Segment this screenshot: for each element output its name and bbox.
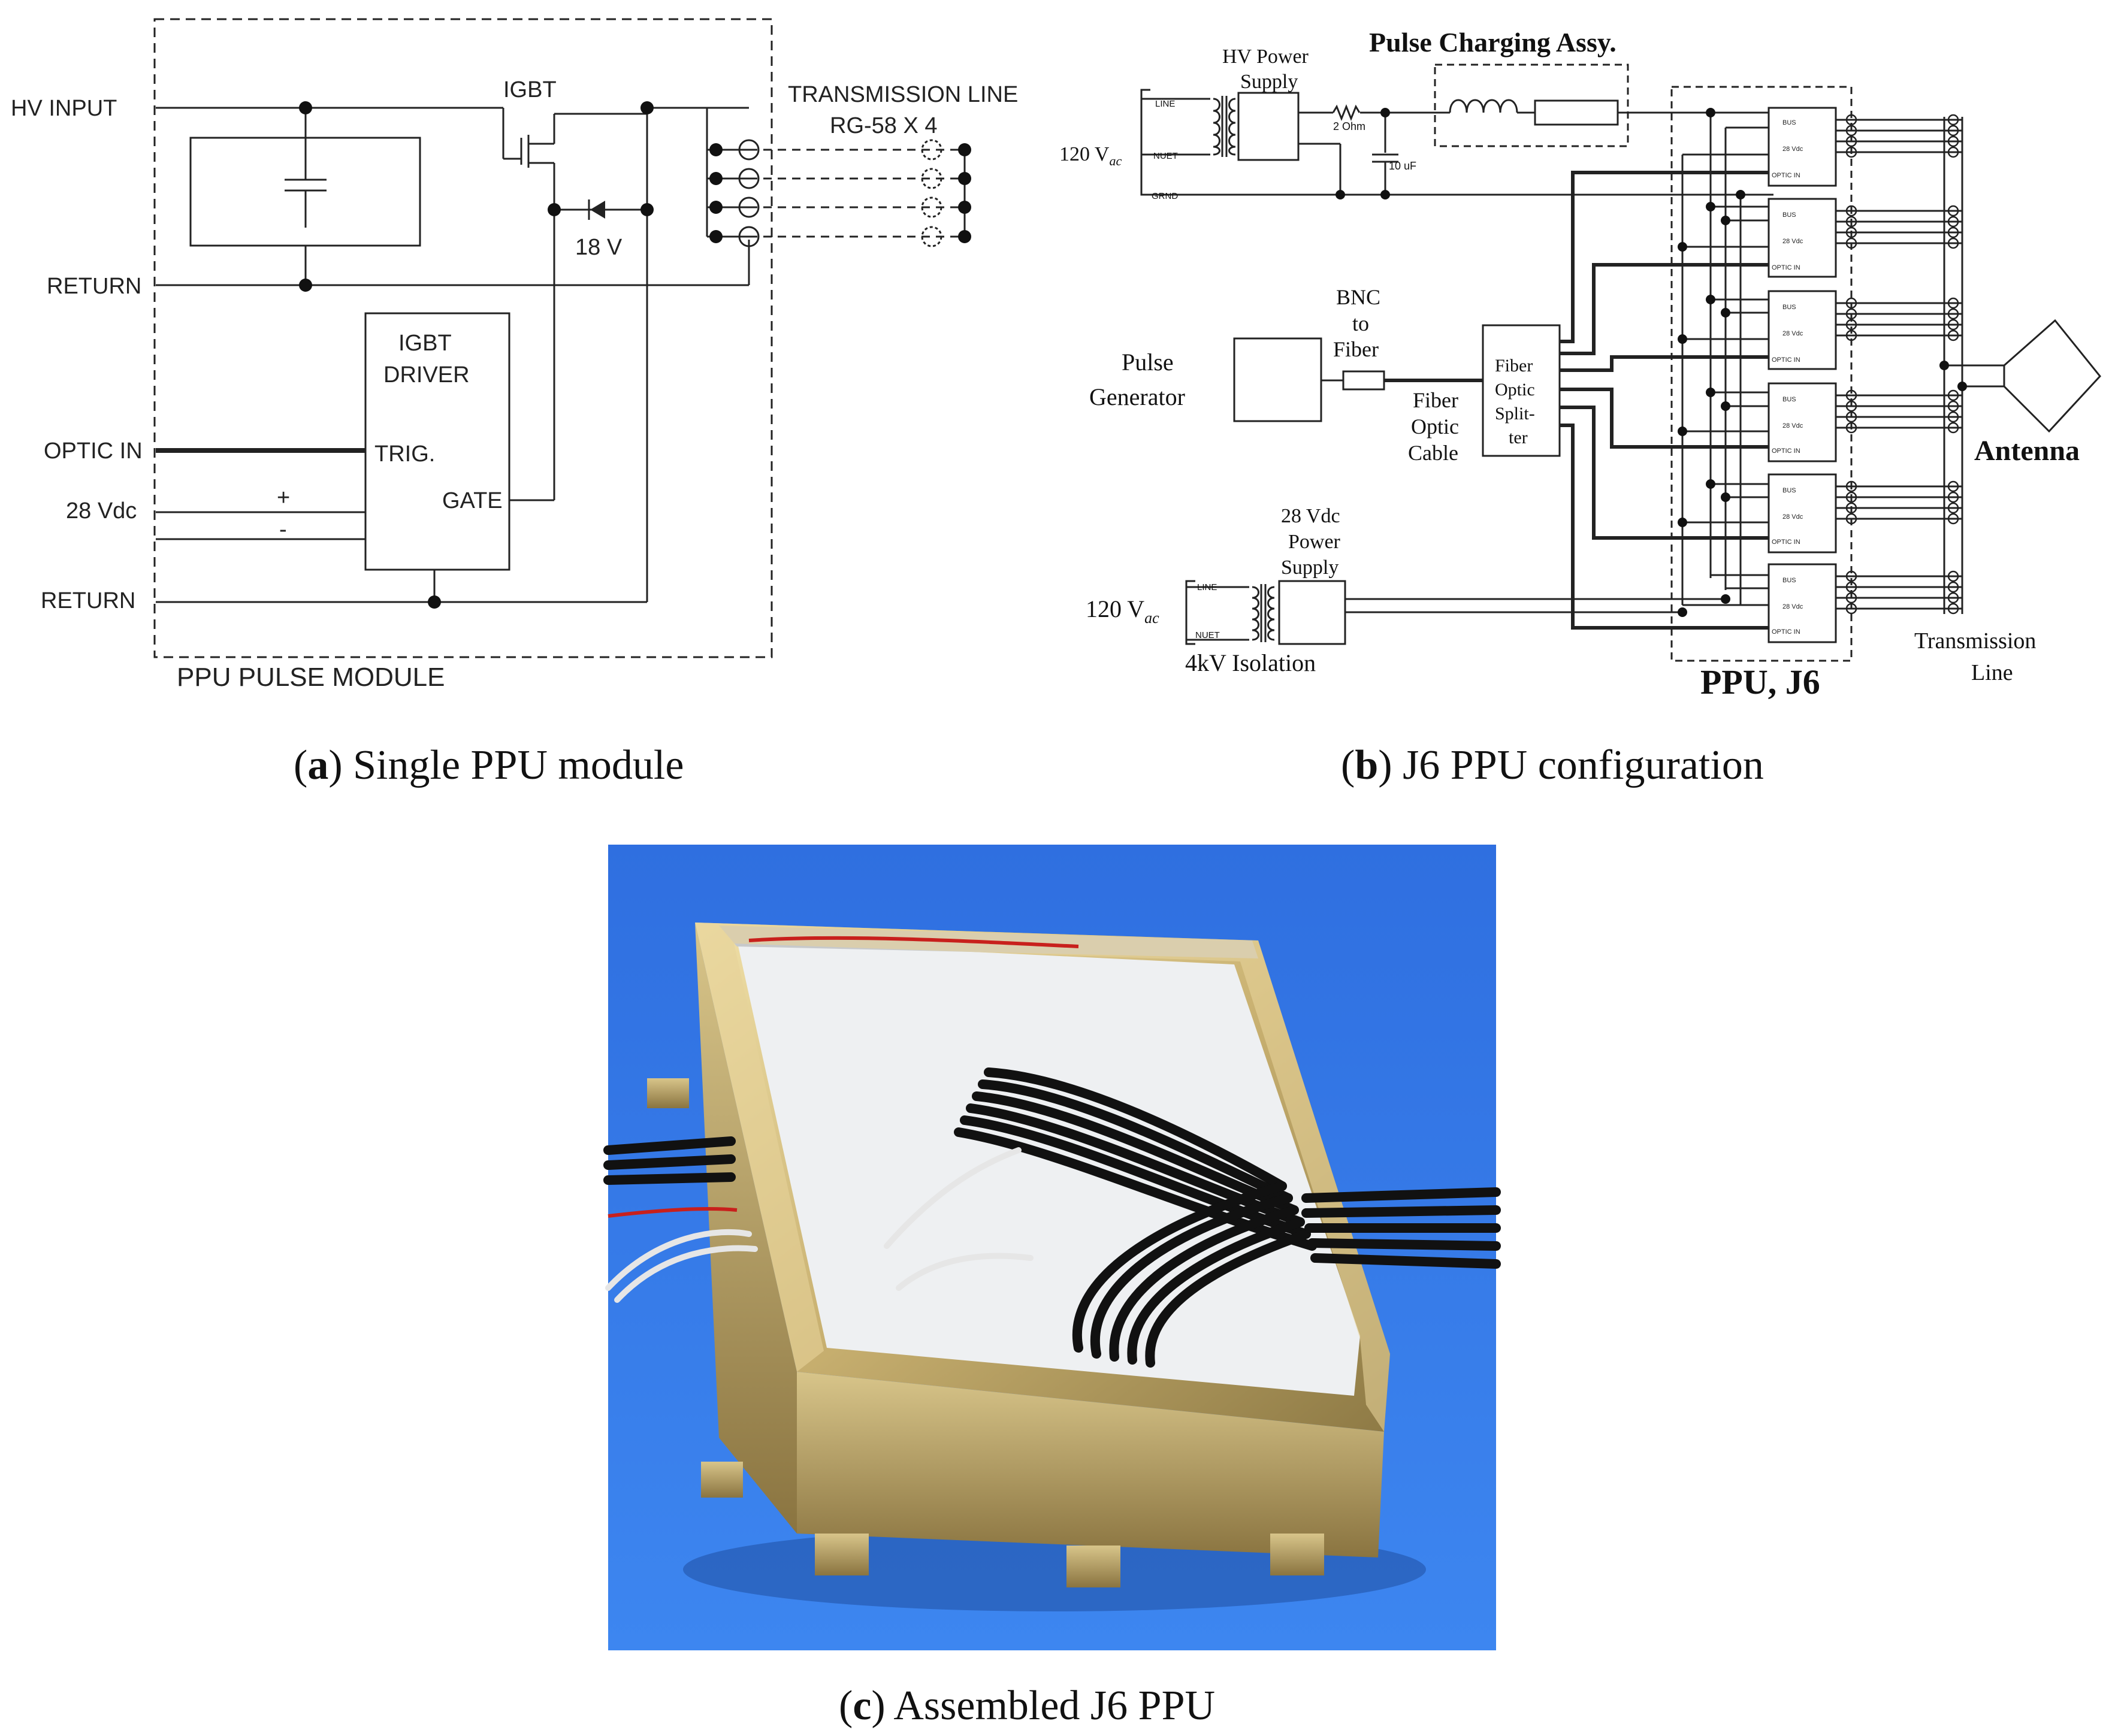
module-4-28vdc: 28 Vdc <box>1782 422 1803 430</box>
panel-a-schematic <box>153 18 971 658</box>
module-1-28vdc: 28 Vdc <box>1782 146 1803 153</box>
module-label: PPU PULSE MODULE <box>177 663 445 692</box>
ps28-line2: Power <box>1288 531 1341 553</box>
tline-b-line2: Line <box>1971 660 2013 685</box>
vdc-28-label: 28 Vdc <box>66 498 137 524</box>
optic-in-label: OPTIC IN <box>44 438 143 464</box>
ppu-j6-box <box>1670 86 1853 662</box>
plus-label: + <box>277 485 290 510</box>
module-4-bus: BUS <box>1782 396 1796 403</box>
tline-label-line1: TRANSMISSION LINE <box>788 82 1018 107</box>
ohm-label: 2 Ohm <box>1333 120 1365 132</box>
isolation-label: 4kV Isolation <box>1185 649 1316 676</box>
trig-label: TRIG. <box>374 441 435 467</box>
pulse-gen-line1: Pulse <box>1122 349 1174 376</box>
hv-input-label: HV INPUT <box>11 96 117 121</box>
module-5-bus: BUS <box>1782 487 1796 494</box>
panel-b-module-labels: BUS 28 Vdc OPTIC IN BUS 28 Vdc OPTIC IN … <box>1772 119 1803 636</box>
splitter-line3: Split- <box>1495 404 1535 424</box>
return-top-label: RETURN <box>47 274 141 299</box>
antenna-label: Antenna <box>1974 435 2080 467</box>
module-5-optic: OPTIC IN <box>1772 539 1800 546</box>
module-5-28vdc: 28 Vdc <box>1782 513 1803 521</box>
caption-a: (a) Single PPU module <box>294 742 684 788</box>
module-4-optic: OPTIC IN <box>1772 447 1800 455</box>
pulse-gen-line2: Generator <box>1089 383 1185 410</box>
ps28-line3: Supply <box>1281 557 1338 579</box>
vac-top-label: 120 Vac <box>1059 143 1122 168</box>
igbt-driver-line1: IGBT <box>398 331 452 356</box>
module-6-optic: OPTIC IN <box>1772 628 1800 636</box>
igbt-label: IGBT <box>503 77 557 102</box>
igbt-driver-box <box>364 312 510 571</box>
panel-b-coax-markers <box>1845 114 1959 615</box>
return-bottom-label: RETURN <box>41 588 135 613</box>
panel-a-labels: HV INPUT RETURN OPTIC IN 28 Vdc + - RETU… <box>11 77 1018 692</box>
module-2-bus: BUS <box>1782 211 1796 219</box>
pulse-charging-assy-box <box>1434 63 1629 147</box>
module-2-optic: OPTIC IN <box>1772 264 1800 271</box>
caption-c: (c) Assembled J6 PPU <box>839 1683 1215 1729</box>
gate-label: GATE <box>442 488 503 513</box>
hv-ps-line2: Supply <box>1240 71 1298 93</box>
igbt-driver-line2: DRIVER <box>383 362 470 388</box>
module-2-28vdc: 28 Vdc <box>1782 238 1803 245</box>
nuet-top-label: NUET <box>1153 151 1178 161</box>
module-boundary <box>153 18 773 658</box>
splitter-line1: Fiber <box>1495 356 1533 376</box>
module-3-28vdc: 28 Vdc <box>1782 330 1803 337</box>
bnc-line1: BNC <box>1336 285 1380 309</box>
grnd-label: GRND <box>1152 191 1178 201</box>
caption-b: (b) J6 PPU configuration <box>1341 742 1764 788</box>
panel-b-nodes <box>1336 108 1967 617</box>
module-3-optic: OPTIC IN <box>1772 356 1800 364</box>
antenna-symbol <box>2003 319 2101 433</box>
panel-a-nodes <box>299 101 971 609</box>
tline-b-line1: Transmission <box>1914 628 2036 654</box>
ps28-box <box>1278 580 1346 645</box>
assembled-ppu-photo <box>603 845 1501 1650</box>
hv-ps-line1: HV Power <box>1222 46 1309 68</box>
line-bottom-label: LINE <box>1197 582 1217 592</box>
ppu-j6-label: PPU, J6 <box>1700 663 1820 701</box>
hv-power-supply-box <box>1237 92 1300 161</box>
minus-label: - <box>279 517 287 542</box>
fiber-cable-line3: Cable <box>1408 441 1458 465</box>
line-top-label: LINE <box>1155 99 1175 109</box>
cap-label: 10 uF <box>1389 160 1416 172</box>
pulse-generator-box <box>1233 337 1322 422</box>
zener-label: 18 V <box>575 235 623 260</box>
module-3-bus: BUS <box>1782 304 1796 311</box>
pulse-charging-label: Pulse Charging Assy. <box>1369 27 1617 58</box>
panel-b-labels: HV Power Supply Pulse Charging Assy. 120… <box>1059 27 2080 701</box>
module-1-optic: OPTIC IN <box>1772 172 1800 179</box>
bnc-line2: to <box>1352 311 1369 335</box>
splitter-line4: ter <box>1509 428 1528 447</box>
bnc-line3: Fiber <box>1333 337 1379 361</box>
vac-bottom-label: 120 Vac <box>1086 595 1159 627</box>
module-6-28vdc: 28 Vdc <box>1782 603 1803 610</box>
ps28-line1: 28 Vdc <box>1281 505 1340 527</box>
module-6-bus: BUS <box>1782 577 1796 584</box>
module-1-bus: BUS <box>1782 119 1796 126</box>
nuet-bottom-label: NUET <box>1195 630 1220 640</box>
fiber-cable-line1: Fiber <box>1413 388 1458 412</box>
splitter-line2: Optic <box>1495 380 1535 400</box>
fiber-cable-line2: Optic <box>1411 415 1459 438</box>
tline-label-line2: RG-58 X 4 <box>830 113 938 138</box>
